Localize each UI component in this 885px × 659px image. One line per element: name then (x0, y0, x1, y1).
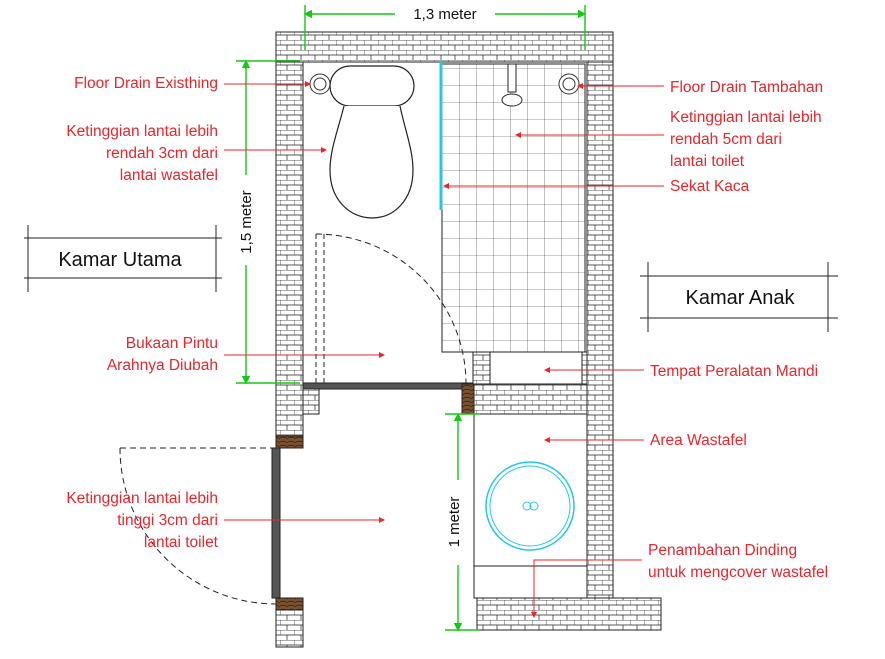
svg-text:Arahnya Diubah: Arahnya Diubah (107, 357, 218, 374)
svg-text:Floor Drain Existhing: Floor Drain Existhing (74, 75, 218, 92)
left-lower-wall (275, 604, 304, 648)
svg-text:rendah 5cm dari: rendah 5cm dari (670, 131, 782, 148)
svg-text:Floor Drain Tambahan: Floor Drain Tambahan (670, 79, 823, 96)
dimension-height-upper: 1,5 meter (236, 59, 300, 385)
dim-height-lower-text: 1 meter (446, 497, 463, 548)
left-upper-wall (275, 61, 304, 437)
annotation-floor-drain-existing: Floor Drain Existhing (74, 75, 311, 92)
annotation-door-change: Bukaan Pintu Arahnya Diubah (107, 335, 385, 374)
room-label-right: Kamar Anak (686, 287, 796, 309)
dimension-width: 1,3 meter (303, 5, 587, 50)
svg-text:rendah 3cm dari: rendah 3cm dari (106, 145, 218, 162)
dim-width-text: 1,3 meter (413, 6, 476, 23)
annotation-bath-equipment: Tempat Peralatan Mandi (544, 363, 818, 380)
svg-text:tinggi 3cm dari: tinggi 3cm dari (117, 512, 218, 529)
annotation-glass-partition: Sekat Kaca (443, 178, 750, 195)
svg-text:Sekat Kaca: Sekat Kaca (670, 178, 750, 195)
svg-text:Area Wastafel: Area Wastafel (650, 432, 747, 449)
floor-drain-new-icon (558, 73, 580, 95)
room-label-left: Kamar Utama (58, 249, 182, 271)
svg-text:Ketinggian lantai lebih: Ketinggian lantai lebih (670, 109, 822, 126)
top-wall (275, 31, 614, 63)
annotation-added-wall: Penambahan Dinding untuk mengcover wasta… (531, 542, 828, 618)
sink-area (473, 413, 588, 599)
svg-text:Tempat Peralatan Mandi: Tempat Peralatan Mandi (650, 363, 818, 380)
room-tag-right: Kamar Anak (640, 262, 838, 332)
main-door (119, 435, 304, 611)
bottom-added-wall (476, 597, 662, 631)
svg-text:untuk mengcover wastafel: untuk mengcover wastafel (648, 564, 828, 581)
dimension-height-lower: 1 meter (445, 412, 480, 632)
svg-text:lantai toilet: lantai toilet (144, 534, 219, 551)
floor-drain-existing-icon (309, 73, 331, 95)
svg-text:Penambahan Dinding: Penambahan Dinding (648, 542, 797, 559)
svg-text:lantai toilet: lantai toilet (670, 153, 745, 170)
annotation-shower-floor: Ketinggian lantai lebih rendah 5cm dari … (515, 109, 822, 170)
bathroom-door (302, 233, 475, 415)
annotation-sink-area: Area Wastafel (544, 432, 747, 449)
dim-height-upper-text: 1,5 meter (238, 190, 255, 253)
annotation-toilet-floor: Ketinggian lantai lebih rendah 3cm dari … (66, 123, 327, 184)
annotation-lower-floor: Ketinggian lantai lebih tinggi 3cm dari … (66, 490, 385, 551)
svg-text:lantai wastafel: lantai wastafel (120, 167, 218, 184)
svg-text:Ketinggian lantai lebih: Ketinggian lantai lebih (66, 490, 218, 507)
bath-equipment-shelf (489, 351, 583, 385)
toilet-icon (329, 65, 415, 219)
svg-text:Ketinggian lantai lebih: Ketinggian lantai lebih (66, 123, 218, 140)
shower-tile-floor (441, 63, 586, 353)
shower-head-icon (501, 63, 523, 107)
right-wall (586, 61, 614, 603)
annotation-floor-drain-new: Floor Drain Tambahan (577, 79, 823, 96)
room-tag-left: Kamar Utama (24, 225, 222, 292)
svg-text:Bukaan Pintu: Bukaan Pintu (126, 335, 218, 352)
